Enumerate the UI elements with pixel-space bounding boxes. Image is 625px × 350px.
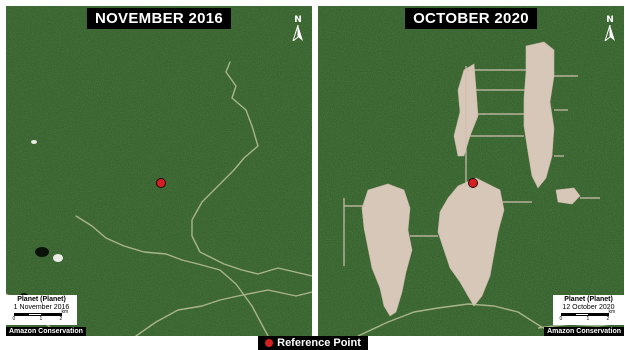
river: [191, 61, 312, 277]
deforestation-clearing: [437, 177, 505, 307]
map-title-2020: OCTOBER 2020: [405, 8, 537, 29]
reference-point-marker: [468, 178, 478, 188]
legend-label: Reference Point: [277, 337, 361, 349]
credit-label: Amazon Conservation: [544, 327, 624, 336]
reference-point-legend-icon: [265, 339, 274, 347]
legend: Reference Point: [258, 336, 368, 350]
map-panel-2020: OCTOBER 2020 N Planet (Planet) 12 Octobe…: [318, 6, 624, 336]
satellite-image-2016: [6, 6, 312, 336]
image-info-box-2020: Planet (Planet) 12 October 2020 0 1 2 km: [553, 295, 624, 325]
image-date: 12 October 2020: [562, 304, 615, 311]
reference-point-marker: [156, 178, 166, 188]
river: [135, 289, 312, 336]
north-arrow-icon: N: [292, 16, 304, 42]
deforestation-clearing: [555, 187, 581, 205]
image-date: 1 November 2016: [13, 304, 70, 311]
scale-bar: 0 1 2 km: [12, 309, 69, 322]
credit-label: Amazon Conservation: [6, 327, 86, 336]
river: [75, 215, 269, 336]
image-source: Planet (Planet): [17, 296, 66, 303]
deforestation-clearing: [361, 183, 413, 317]
map-title-2016: NOVEMBER 2016: [86, 8, 232, 29]
map-panel-2016: NOVEMBER 2016 N Planet (Planet) 1 Novemb…: [6, 6, 312, 336]
satellite-image-2020: [318, 6, 624, 336]
deforestation-clearing: [523, 41, 555, 189]
river: [357, 303, 559, 336]
scale-bar: 0 1 2 km: [559, 309, 616, 322]
image-source: Planet (Planet): [564, 296, 613, 303]
north-arrow-icon: N: [604, 16, 616, 42]
image-info-box-2016: Planet (Planet) 1 November 2016 0 1 2 km: [6, 295, 77, 325]
